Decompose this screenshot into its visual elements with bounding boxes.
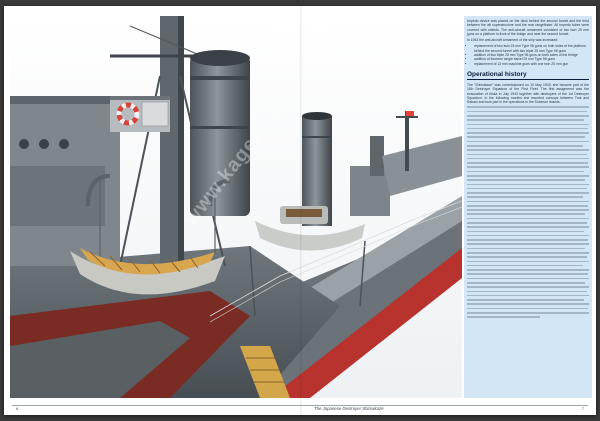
- page-number-right: 7: [581, 406, 584, 411]
- list-item: replacement of two twin 25 mm Type 96 gu…: [474, 44, 589, 53]
- text-column: torpedo device was placed on the deck be…: [464, 16, 592, 398]
- destroyer-render: [10, 16, 462, 398]
- list-item: replacement of 13 mm machine guns with o…: [474, 62, 589, 66]
- section-heading: Operational history: [467, 70, 527, 78]
- ship-illustration: www.kagero.pl Waterline of the "Shimakaz…: [10, 16, 462, 398]
- bullet-intro: In 1943 the anti-aircraft armament of th…: [467, 38, 559, 43]
- body-text-block: [467, 106, 589, 318]
- page-number-left: 6: [16, 406, 19, 411]
- image-caption: Waterline of the "Shimakaze" seen from t…: [272, 28, 341, 59]
- history-paragraph: The "Shimakaze" was commissioned on 10 M…: [467, 82, 589, 105]
- page-gutter: [300, 6, 302, 415]
- book-spread: www.kagero.pl Waterline of the "Shimakaz…: [4, 6, 596, 415]
- armament-list: replacement of two twin 25 mm Type 96 gu…: [467, 44, 589, 65]
- running-title: The Japanese Destroyer Shimakaze: [314, 406, 384, 411]
- footer-divider: [12, 405, 588, 406]
- list-item: addition of fourteen single barrel 25 mm…: [474, 57, 589, 61]
- intro-paragraph: torpedo device was placed on the deck be…: [467, 19, 589, 36]
- section-divider: [467, 78, 589, 80]
- page-footer: 6 The Japanese Destroyer Shimakaze 7: [4, 403, 596, 413]
- list-item: addition of two triple 25 mm Type 96 gun…: [474, 53, 589, 57]
